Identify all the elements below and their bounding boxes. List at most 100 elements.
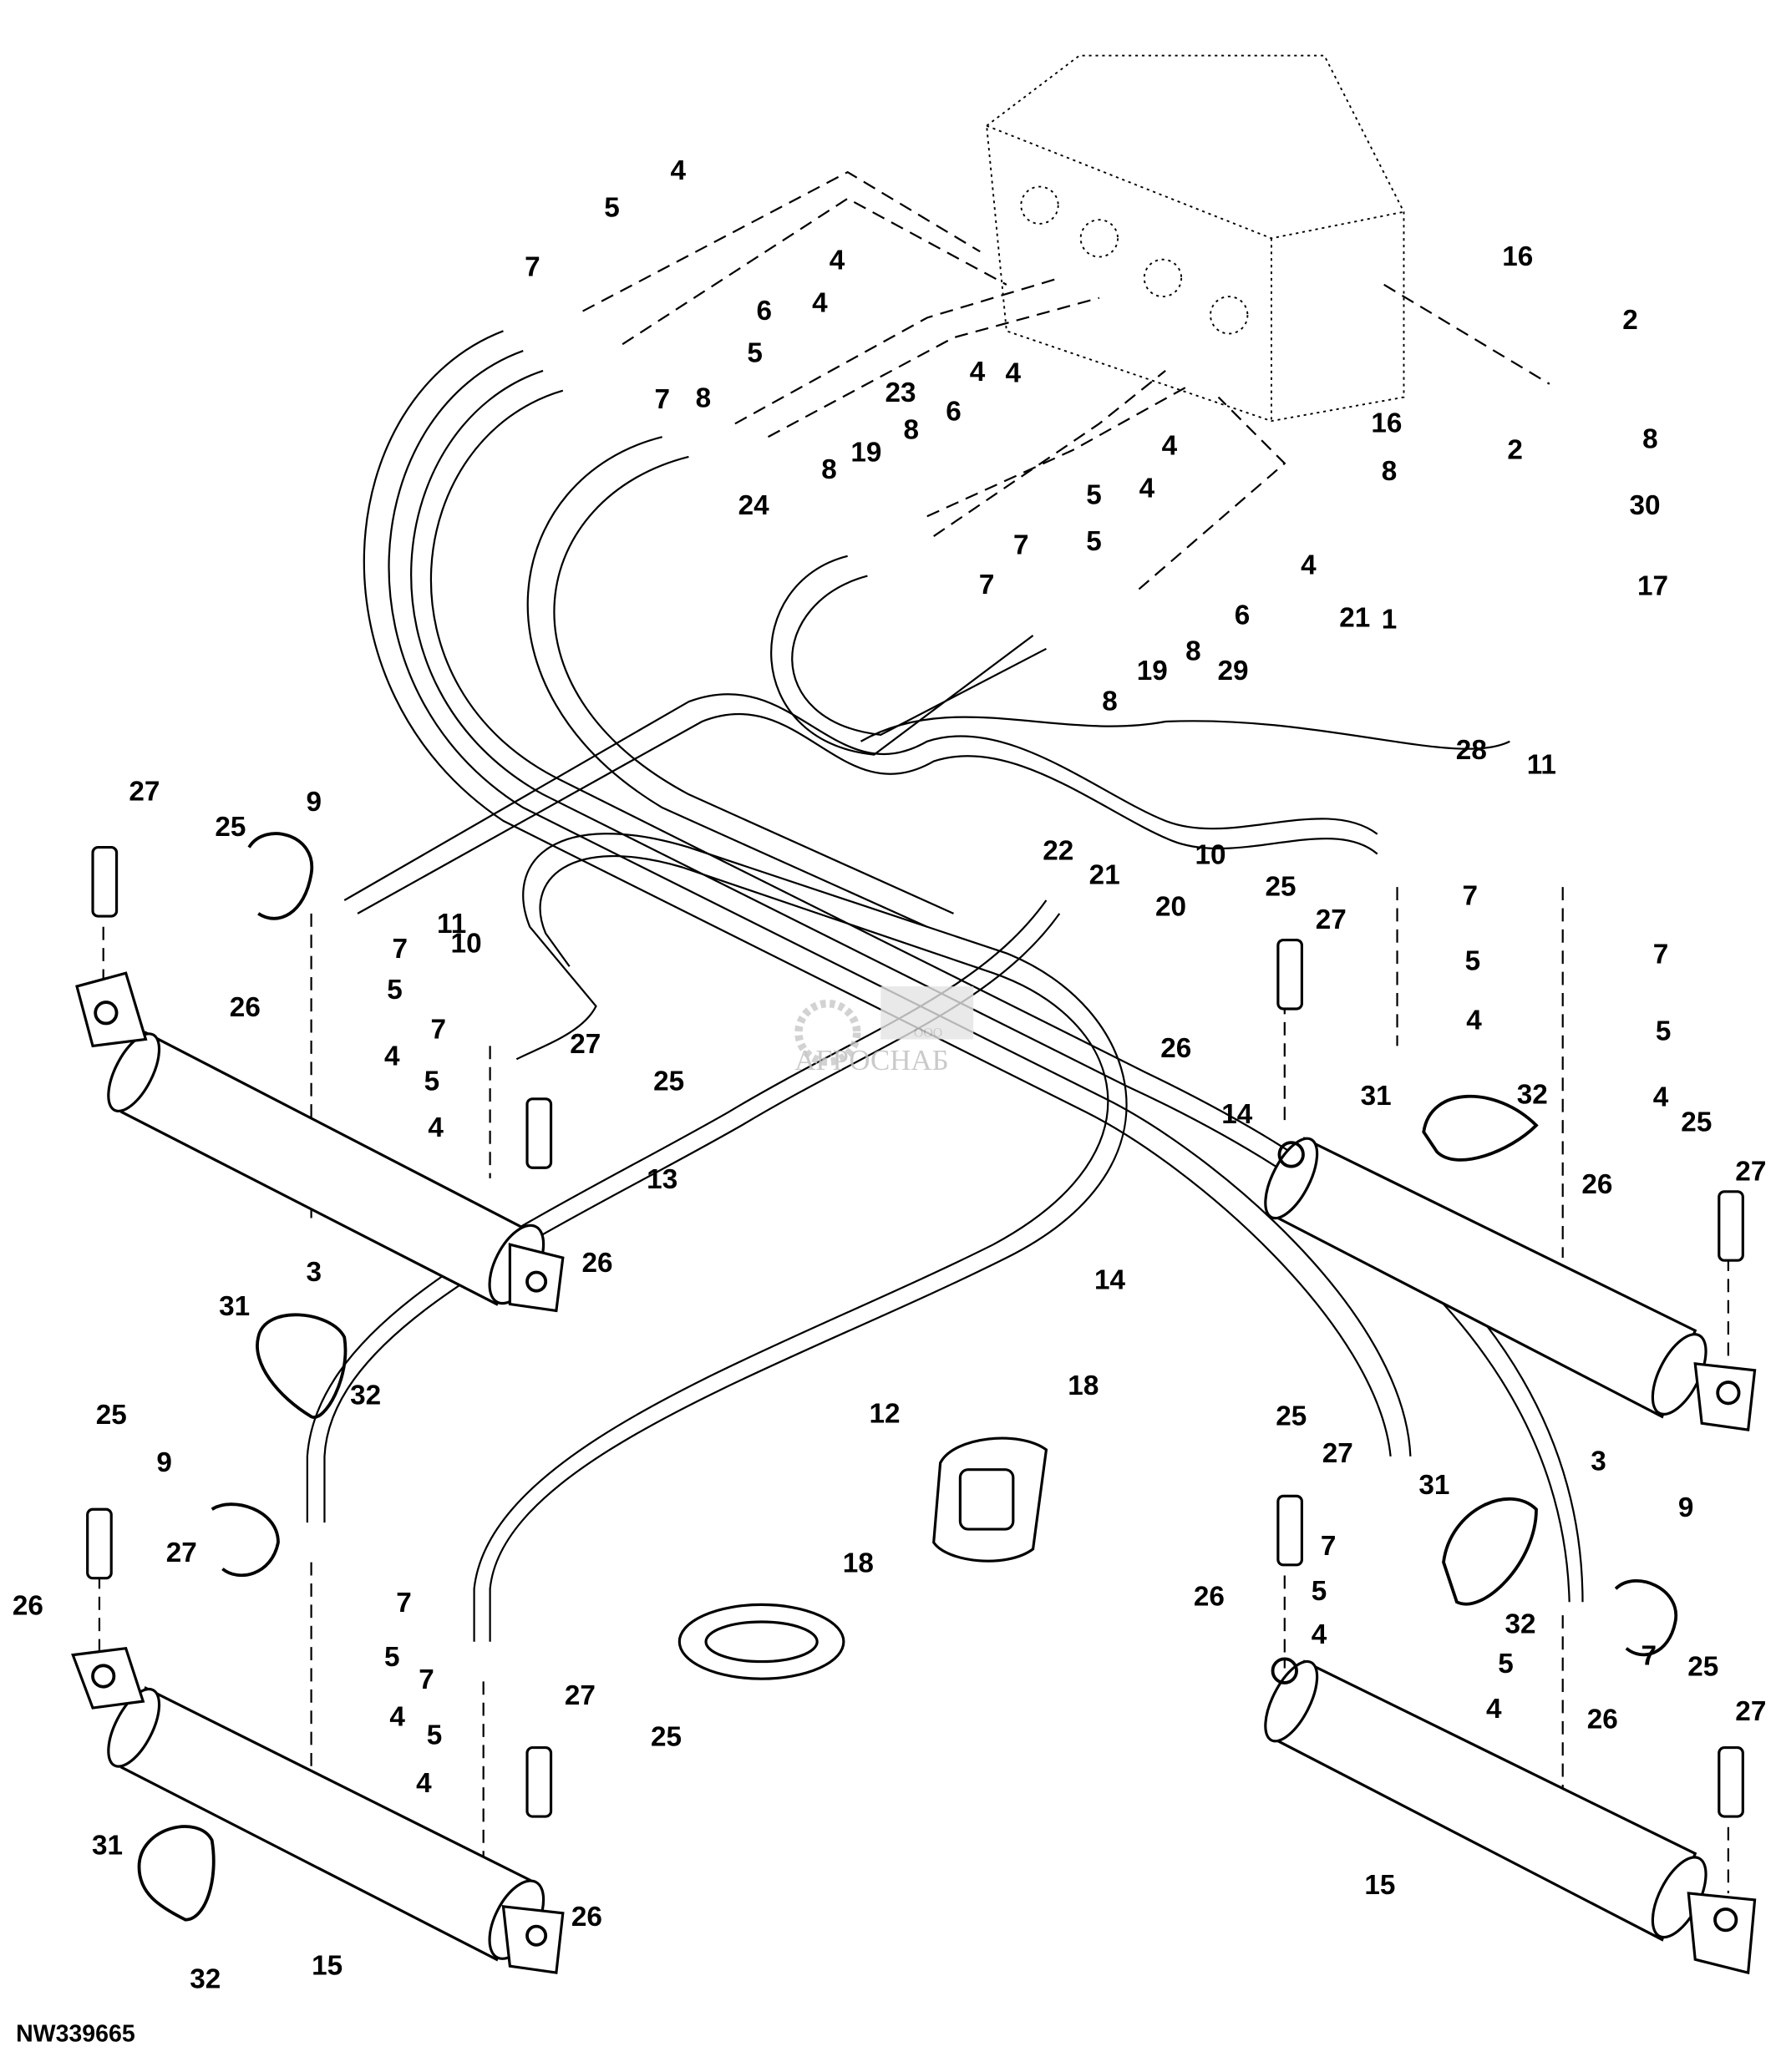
callout-label-part-31: 31 [92,1830,123,1861]
figure-id: NW339665 [16,2021,135,2048]
callout-label-part-30: 30 [1629,490,1660,521]
callout-label-part-9: 9 [156,1447,172,1478]
callout-label-part-4: 4 [416,1768,432,1799]
callout-label-part-26: 26 [1581,1169,1612,1200]
callout-label-part-27: 27 [129,776,160,807]
watermark-brand: АГРОСНАБ [794,1044,948,1077]
callout-label-part-4: 4 [1006,357,1022,388]
hydraulic-hoses [306,330,1584,1642]
callout-label-part-21: 21 [1089,859,1120,890]
callout-label-part-8: 8 [696,383,712,414]
callout-label-part-11: 11 [437,909,466,940]
callout-label-part-7: 7 [431,1015,447,1046]
grommets [677,1436,1048,1680]
callout-label-part-32: 32 [1505,1609,1535,1640]
callout-label-part-5: 5 [424,1066,440,1097]
callout-label-part-2: 2 [1507,434,1523,465]
callout-label-part-9: 9 [307,787,322,818]
agrosnab-watermark-logo: ООО АГРОСНАБ [794,986,974,1077]
control-valve-manifold [986,54,1405,423]
callout-label-part-14: 14 [1221,1099,1253,1130]
callout-label-part-6: 6 [946,396,962,427]
callout-label-part-27: 27 [1316,904,1347,935]
callout-label-part-4: 4 [1301,550,1317,580]
callout-label-part-7: 7 [393,934,408,965]
callout-label-part-25: 25 [1687,1651,1718,1682]
callout-label-part-31: 31 [1361,1081,1392,1112]
callout-label-part-7: 7 [979,570,995,600]
callout-label-part-12: 12 [870,1398,901,1429]
callout-label-part-29: 29 [1217,656,1248,686]
callout-label-part-27: 27 [1735,1156,1766,1187]
callout-label-part-7: 7 [1641,1641,1657,1672]
callout-label-part-25: 25 [1276,1401,1307,1432]
callout-label-part-26: 26 [582,1248,613,1279]
callout-label-part-7: 7 [525,252,540,283]
callout-label-part-4: 4 [670,155,686,186]
hydraulic-cylinder-right-upper [1264,1137,1757,1431]
callout-label-part-5: 5 [384,1642,400,1673]
callout-label-part-4: 4 [389,1702,405,1733]
callout-label-part-8: 8 [1642,424,1658,455]
callout-label-part-4: 4 [1653,1082,1669,1113]
callout-label-part-5: 5 [1312,1576,1327,1607]
callout-label-part-4: 4 [1312,1619,1327,1650]
callout-label-part-19: 19 [850,438,881,469]
callout-label-part-11: 11 [1527,750,1556,781]
callout-label-part-8: 8 [1102,686,1118,717]
callout-label-part-22: 22 [1043,836,1073,867]
hose-clamps [137,832,1678,1922]
callout-label-part-16: 16 [1371,408,1402,439]
callout-label-part-8: 8 [821,454,837,485]
callout-label-part-26: 26 [571,1902,602,1933]
callout-label-part-25: 25 [653,1066,684,1097]
callout-label-part-31: 31 [219,1291,250,1322]
callout-label-part-25: 25 [96,1400,127,1431]
callout-label-part-20: 20 [1155,891,1186,922]
callout-label-part-4: 4 [384,1041,400,1071]
callout-label-part-7: 7 [1013,530,1029,561]
callout-label-part-24: 24 [738,490,770,521]
callout-label-part-5: 5 [747,338,763,369]
callout-label-part-7: 7 [1653,939,1669,970]
callout-label-part-21: 21 [1339,603,1370,634]
leader-lines [98,170,1729,1893]
callout-label-part-5: 5 [1656,1016,1672,1046]
hydraulic-cylinder-left-upper [75,971,565,1313]
callout-label-part-5: 5 [604,192,620,223]
watermark-prefix: ООО [914,1026,942,1040]
callout-label-part-8: 8 [1185,636,1201,666]
callout-label-part-26: 26 [1194,1581,1225,1612]
callout-label-part-4: 4 [1486,1694,1502,1725]
callout-label-part-27: 27 [565,1680,596,1711]
callout-label-part-7: 7 [419,1664,434,1695]
callout-label-part-27: 27 [570,1029,601,1060]
callout-label-part-1: 1 [1382,604,1398,635]
callout-label-part-26: 26 [1160,1033,1191,1064]
callout-label-part-5: 5 [1498,1649,1514,1679]
callout-label-part-9: 9 [1678,1492,1694,1523]
callout-label-part-5: 5 [427,1720,443,1751]
callout-label-part-10: 10 [1195,839,1226,870]
callout-label-part-8: 8 [903,415,919,446]
callout-label-part-4: 4 [812,287,828,318]
callout-label-part-4: 4 [1466,1006,1482,1036]
callout-label-part-7: 7 [654,384,670,415]
callout-label-part-6: 6 [757,296,773,327]
callout-label-part-18: 18 [1068,1370,1099,1401]
callout-label-part-32: 32 [350,1380,381,1411]
hydraulic-cylinder-right-lower [1264,1657,1757,1975]
callout-label-part-25: 25 [1681,1107,1712,1138]
callout-label-part-10: 10 [451,929,482,960]
callout-label-part-3: 3 [1591,1446,1606,1477]
callout-label-part-19: 19 [1137,656,1168,686]
callout-label-part-17: 17 [1637,571,1668,602]
callout-label-part-26: 26 [13,1590,43,1621]
callout-label-part-6: 6 [1235,600,1251,631]
callout-label-part-31: 31 [1418,1470,1449,1501]
callout-label-part-25: 25 [651,1721,682,1752]
callout-label-part-16: 16 [1502,241,1533,272]
